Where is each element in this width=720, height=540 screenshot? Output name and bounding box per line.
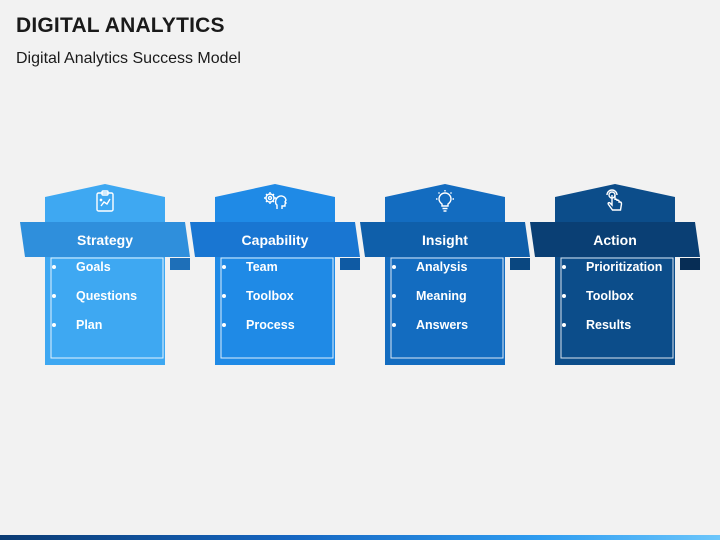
card-list: Goals Questions Plan xyxy=(45,258,163,345)
list-item: Toolbox xyxy=(215,287,333,316)
list-item: Meaning xyxy=(385,287,503,316)
card-shape xyxy=(530,184,700,365)
card-heading: Insight xyxy=(422,232,468,248)
list-item: Results xyxy=(555,316,673,345)
list-item: Prioritization xyxy=(555,258,673,287)
list-item: Toolbox xyxy=(555,287,673,316)
list-item: Team xyxy=(215,258,333,287)
strategy-board-icon xyxy=(20,184,190,218)
page-subtitle: Digital Analytics Success Model xyxy=(16,50,241,67)
lightbulb-icon xyxy=(360,184,530,218)
card-heading: Capability xyxy=(241,232,309,248)
list-item: Goals xyxy=(45,258,163,287)
card-list: Analysis Meaning Answers xyxy=(385,258,503,345)
card-shape xyxy=(190,184,360,365)
card-heading: Strategy xyxy=(76,232,134,248)
gears-head-icon xyxy=(190,184,360,218)
card-list: Prioritization Toolbox Results xyxy=(555,258,673,345)
list-item: Answers xyxy=(385,316,503,345)
bottom-accent-bar xyxy=(0,535,720,540)
card-capability: Capability Team Toolbox Process xyxy=(190,170,360,370)
card-shape xyxy=(360,184,530,365)
list-item: Process xyxy=(215,316,333,345)
page-title: DIGITAL ANALYTICS xyxy=(16,14,225,37)
card-list: Team Toolbox Process xyxy=(215,258,333,345)
card-strategy: Strategy Goals Questions Plan xyxy=(20,170,190,370)
card-shape xyxy=(20,184,190,365)
card-action: Action Prioritization Toolbox Results xyxy=(530,170,700,370)
card-insight: Insight Analysis Meaning Answers xyxy=(360,170,530,370)
list-item: Analysis xyxy=(385,258,503,287)
touch-hand-icon xyxy=(530,184,700,218)
list-item: Questions xyxy=(45,287,163,316)
list-item: Plan xyxy=(45,316,163,345)
card-heading: Action xyxy=(593,232,637,248)
